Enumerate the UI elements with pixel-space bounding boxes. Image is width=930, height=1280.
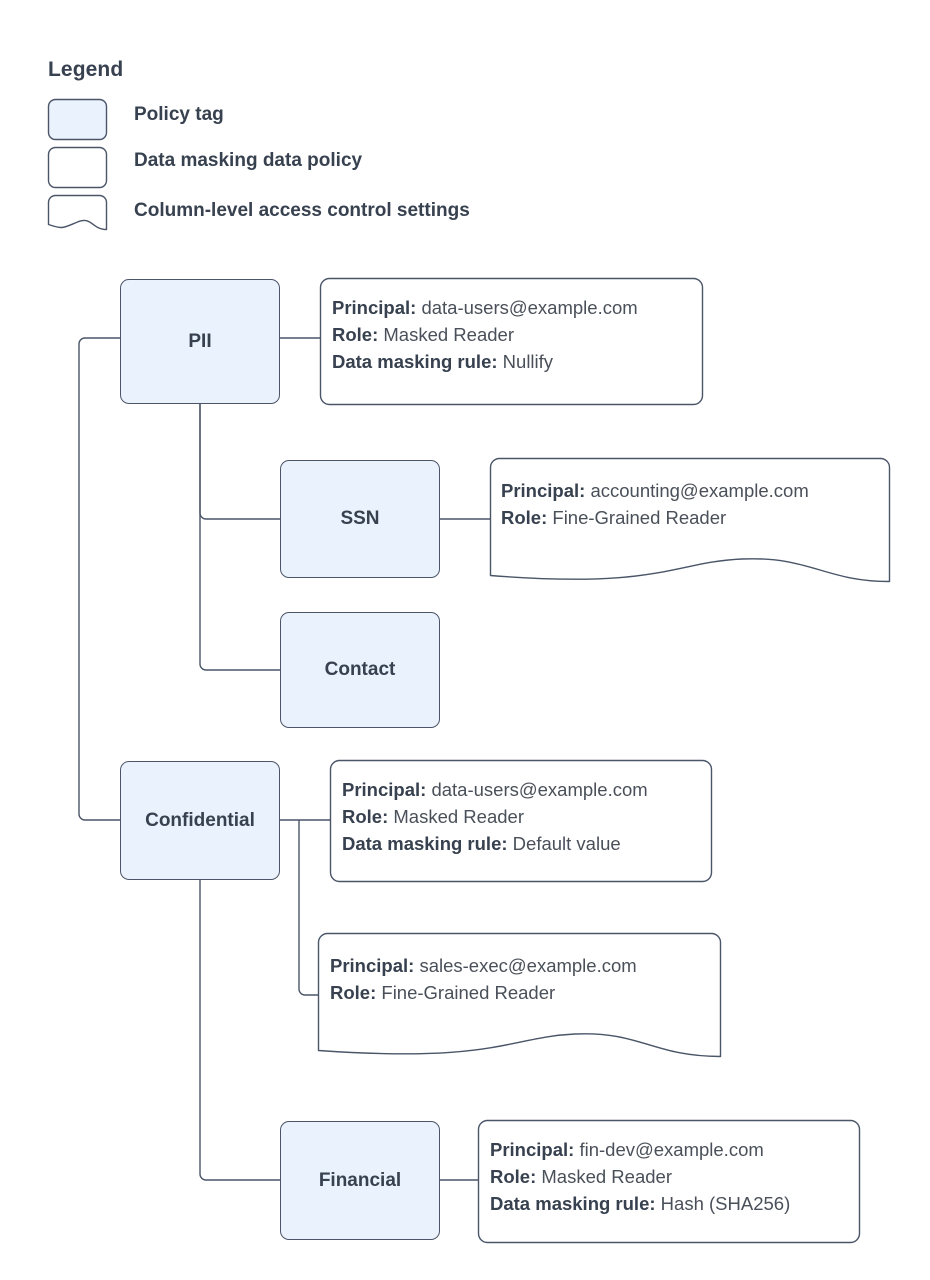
node-confidential[interactable]: Confidential <box>120 761 280 880</box>
callout-row-value: data-users@example.com <box>431 779 648 800</box>
callout-row: Data masking rule: Default value <box>342 830 648 857</box>
callout-row-key: Principal: <box>332 297 417 318</box>
callout-row-key: Role: <box>342 806 389 827</box>
legend-label-data-masking: Data masking data policy <box>134 150 363 171</box>
callout-row: Role: Masked Reader <box>490 1163 790 1190</box>
callout-row-key: Role: <box>490 1166 537 1187</box>
callout-row-value: Masked Reader <box>393 806 524 827</box>
legend-swatch-policy-tag <box>47 98 108 141</box>
legend-swatch-data-masking <box>47 146 108 189</box>
callout-row-key: Role: <box>332 324 379 345</box>
node-ssn[interactable]: SSN <box>280 460 440 578</box>
callout-row-value: Masked Reader <box>383 324 514 345</box>
callout-row: Principal: data-users@example.com <box>342 776 648 803</box>
callout-ssn-access-text: Principal: accounting@example.com Role: … <box>501 477 809 531</box>
callout-confidential-access-text: Principal: sales-exec@example.com Role: … <box>330 952 637 1006</box>
callout-row-value: Fine-Grained Reader <box>381 982 556 1003</box>
callout-row-value: Masked Reader <box>541 1166 672 1187</box>
legend-title: Legend <box>48 58 124 81</box>
callout-row-value: accounting@example.com <box>590 480 809 501</box>
callout-row-value: fin-dev@example.com <box>579 1139 764 1160</box>
callout-row-key: Role: <box>501 507 548 528</box>
callout-row-value: Default value <box>512 833 621 854</box>
callout-row: Role: Fine-Grained Reader <box>501 504 809 531</box>
node-ssn-label: SSN <box>340 508 380 529</box>
connector-pii-to-contact <box>199 404 280 671</box>
callout-row: Role: Fine-Grained Reader <box>330 979 637 1006</box>
callout-row: Role: Masked Reader <box>332 321 638 348</box>
callout-confidential-policy-text: Principal: data-users@example.com Role: … <box>342 776 648 857</box>
callout-row: Principal: fin-dev@example.com <box>490 1136 790 1163</box>
callout-row: Role: Masked Reader <box>342 803 648 830</box>
callout-row-value: data-users@example.com <box>421 297 638 318</box>
callout-row-key: Principal: <box>342 779 427 800</box>
callout-row-value: Fine-Grained Reader <box>552 507 727 528</box>
callout-row-value: sales-exec@example.com <box>419 955 637 976</box>
node-financial[interactable]: Financial <box>280 1121 440 1240</box>
callout-financial-policy-text: Principal: fin-dev@example.com Role: Mas… <box>490 1136 790 1217</box>
callout-pii-policy-text: Principal: data-users@example.com Role: … <box>332 294 638 375</box>
callout-row: Data masking rule: Nullify <box>332 348 638 375</box>
connector-confidential-to-financial <box>199 880 280 1181</box>
legend-swatch-column-access <box>47 194 108 231</box>
callout-row: Principal: accounting@example.com <box>501 477 809 504</box>
callout-row-key: Principal: <box>501 480 586 501</box>
connector-spine-root <box>78 337 120 821</box>
callout-row-value: Hash (SHA256) <box>660 1193 791 1214</box>
callout-row: Data masking rule: Hash (SHA256) <box>490 1190 790 1217</box>
connector-confidential-to-access-callout <box>298 820 318 996</box>
callout-row-key: Principal: <box>490 1139 575 1160</box>
callout-row-key: Data masking rule: <box>490 1193 656 1214</box>
callout-row: Principal: data-users@example.com <box>332 294 638 321</box>
callout-row-key: Principal: <box>330 955 415 976</box>
node-contact-label: Contact <box>324 659 396 680</box>
callout-row-value: Nullify <box>502 351 554 372</box>
legend-label-column-access: Column-level access control settings <box>134 200 470 221</box>
connector-pii-to-ssn <box>199 404 280 520</box>
node-confidential-label: Confidential <box>145 809 255 831</box>
node-pii[interactable]: PII <box>120 279 280 404</box>
callout-row-key: Data masking rule: <box>342 833 508 854</box>
callout-row: Principal: sales-exec@example.com <box>330 952 637 979</box>
legend-label-policy-tag: Policy tag <box>134 104 224 125</box>
callout-row-key: Data masking rule: <box>332 351 498 372</box>
node-pii-label: PII <box>188 330 212 352</box>
node-financial-label: Financial <box>318 1169 402 1191</box>
callout-row-key: Role: <box>330 982 377 1003</box>
node-contact[interactable]: Contact <box>280 612 440 728</box>
